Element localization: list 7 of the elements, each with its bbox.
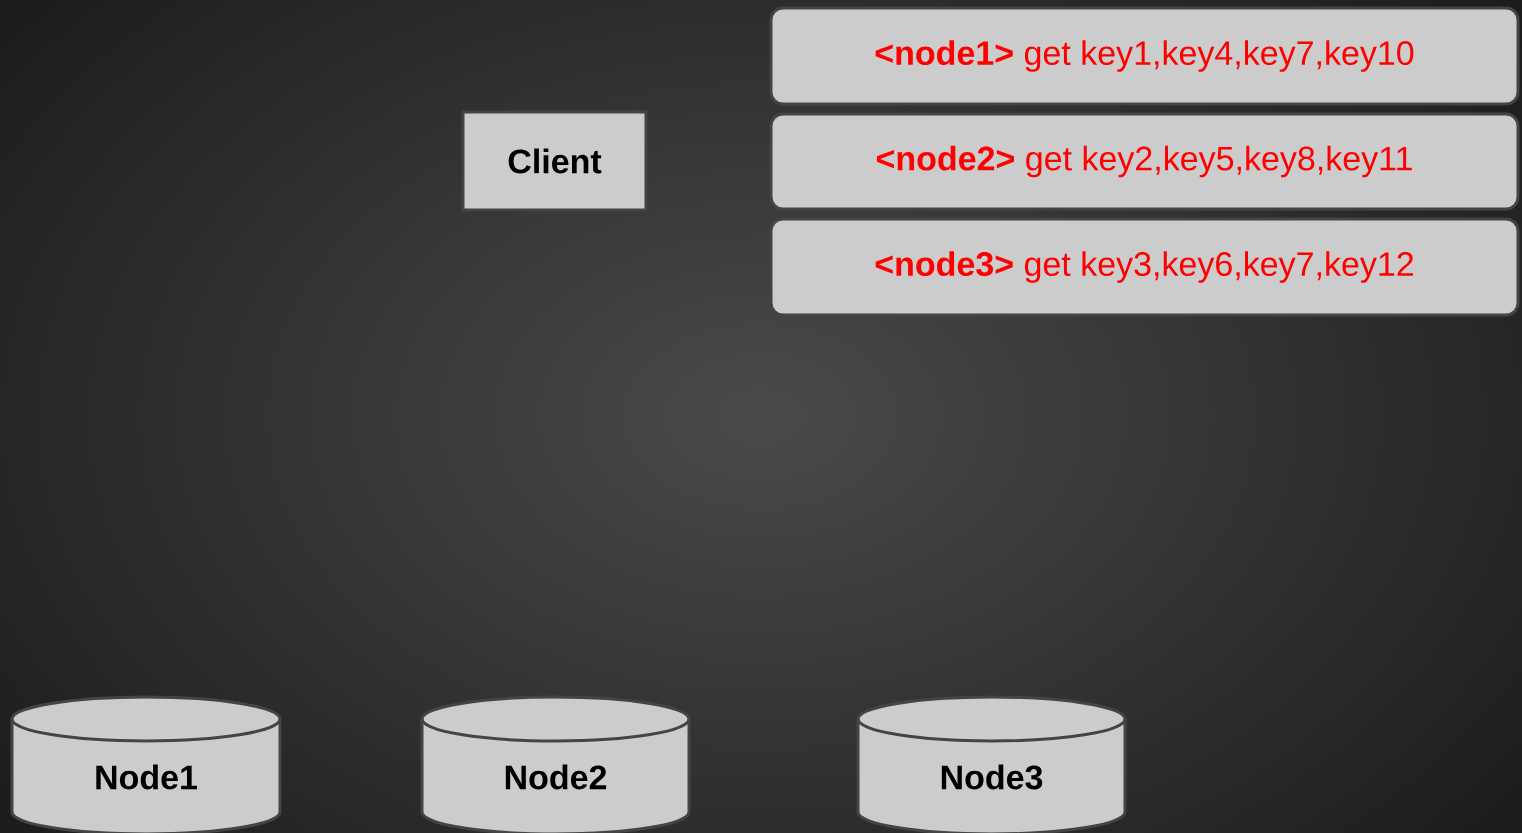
- database-cylinder: Node3: [856, 695, 1127, 833]
- request-box: <node3> get key3,key6,key7,key12: [769, 217, 1520, 317]
- client-box: Client: [461, 110, 648, 212]
- database-cylinder: Node1: [10, 695, 282, 833]
- request-box: <node2> get key2,key5,key8,key11: [769, 112, 1520, 211]
- database-cylinder: Node2: [420, 695, 691, 833]
- request-box: <node1> get key1,key4,key7,key10: [769, 6, 1520, 106]
